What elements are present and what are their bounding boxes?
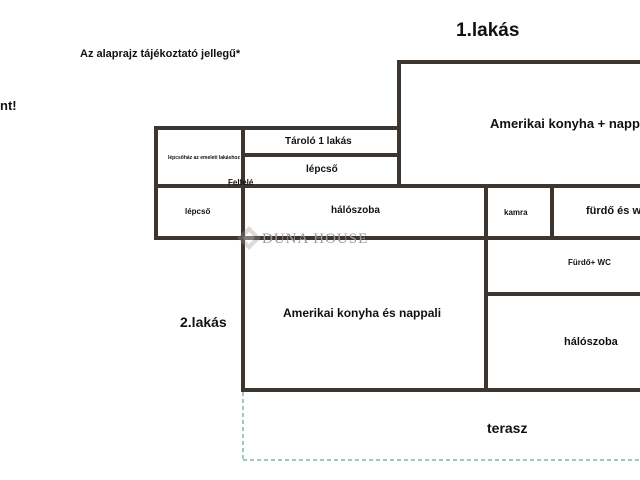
room-stair-lower: lépcső [185,207,211,216]
room-bath-top: fürdő és wc [586,205,640,217]
duna-house-logo-icon [237,226,261,250]
disclaimer-text: Az alaprajz tájékoztató jellegű* [80,48,241,60]
room-kitchen-1: Amerikai konyha + nappali [490,116,640,131]
room-pantry: kamra [504,208,528,217]
room-up-label: Felfelé [228,178,254,187]
room-storage: Tároló 1 lakás [285,136,352,147]
apartment-2-title: 2.lakás [180,314,227,330]
room-stair-note: lépcsőház az emeleti lakáshoz [168,155,240,161]
room-terrace: terasz [487,420,528,436]
room-bedroom-bottom: hálószoba [564,336,618,348]
apartment-1-title: 1.lakás [456,20,520,41]
watermark-brand: DUNA HOUSE [262,231,369,247]
left-fragment-text: nt! [0,98,17,113]
room-bedroom-top: hálószoba [331,205,380,216]
room-bath-mid: Fürdő+ WC [568,258,611,267]
room-kitchen-2: Amerikai konyha és nappali [283,306,442,320]
room-stair-upper: lépcső [306,164,338,175]
